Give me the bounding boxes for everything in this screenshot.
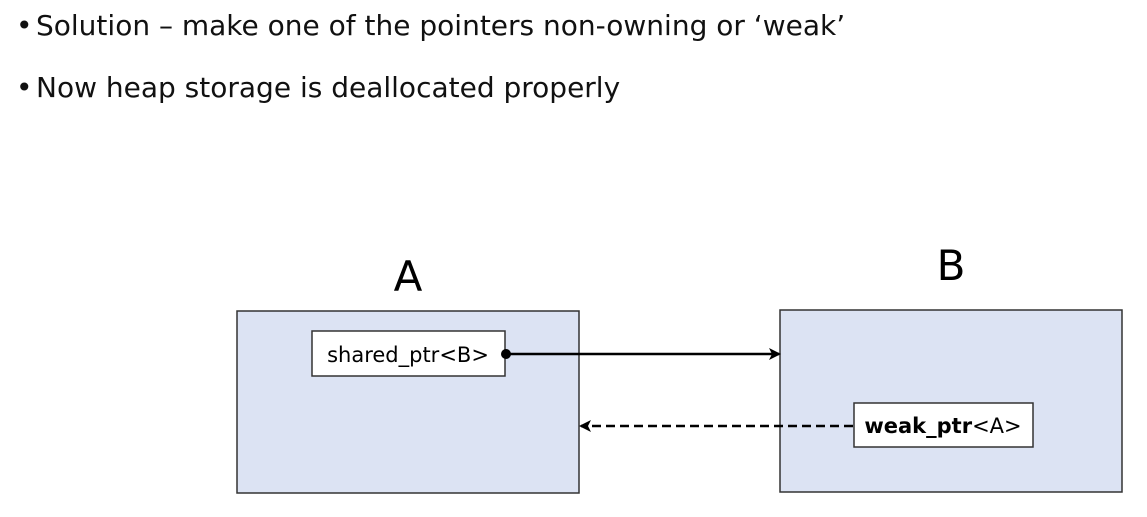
- bullet-heap-storage: •Now heap storage is deallocated properl…: [16, 74, 620, 102]
- weak-ptr-name: weak_ptr: [864, 414, 972, 438]
- weak-ptr-field: [853, 402, 1034, 448]
- object-a-label: A: [394, 252, 423, 301]
- object-b-box: [779, 309, 1123, 493]
- shared-ptr-field: [311, 330, 506, 377]
- weak-ptr-type: <A>: [972, 414, 1022, 438]
- bullet-marker: •: [16, 9, 33, 42]
- weak-ptr-label: weak_ptr<A>: [864, 414, 1021, 438]
- bullet-heap-storage-text: Now heap storage is deallocated properly: [36, 71, 621, 104]
- object-a-box: [236, 310, 580, 494]
- shared-ptr-label: shared_ptr<B>: [327, 343, 489, 368]
- bullet-marker: •: [16, 71, 33, 104]
- object-b-label: B: [937, 241, 966, 290]
- bullet-solution: •Solution – make one of the pointers non…: [16, 12, 845, 40]
- bullet-solution-text: Solution – make one of the pointers non-…: [36, 9, 846, 42]
